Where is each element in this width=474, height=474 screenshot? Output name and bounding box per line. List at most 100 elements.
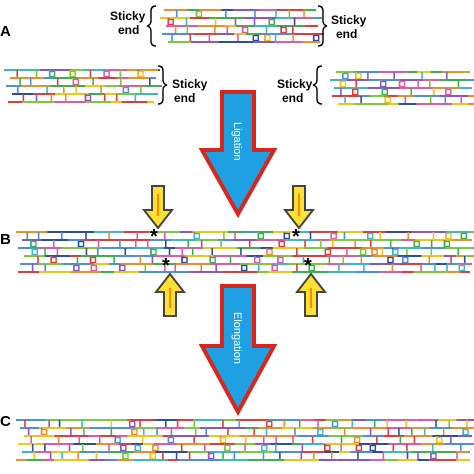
helix-box [342, 72, 349, 80]
helix-box [207, 452, 215, 460]
helix-box [445, 232, 452, 240]
sticky-end-label-a4: Sticky [277, 77, 313, 91]
helix-box [369, 444, 377, 452]
elongation-arrow: Elongation [198, 284, 278, 417]
bracket-icon [312, 65, 323, 105]
helix-box [367, 232, 374, 240]
helix-box [257, 232, 265, 240]
helix-box [398, 80, 406, 88]
helix-box [72, 78, 79, 86]
sticky-end-label-a2: Sticky [331, 13, 367, 27]
helix-box [413, 240, 420, 248]
ligation-label: Ligation [231, 122, 243, 161]
helix-box [137, 70, 144, 78]
helix-box [48, 70, 56, 78]
elongation-label: Elongation [231, 312, 243, 364]
helix-box [352, 88, 359, 96]
helix-box [254, 256, 261, 264]
helix-box [73, 264, 80, 272]
helix-box [129, 420, 136, 428]
helix-box [131, 428, 138, 436]
helix-box [69, 70, 76, 78]
helix-box [119, 264, 126, 272]
helix-box [331, 420, 339, 428]
helix-box [381, 88, 388, 96]
helix-box [359, 248, 367, 256]
helix-box [324, 248, 332, 256]
helix-box [122, 452, 129, 460]
helix-box [312, 34, 320, 42]
sticky-end-label-a4-end: end [282, 91, 303, 105]
helix-box [308, 264, 315, 272]
helix-box [149, 452, 157, 460]
nick-marker-3: * [292, 226, 300, 248]
helix-box [252, 34, 260, 42]
helix-box [193, 232, 201, 240]
helix-box [181, 256, 188, 264]
dna-fragment-a-left [4, 69, 162, 103]
helix-box [445, 88, 452, 96]
helix-box [266, 248, 273, 256]
helix-box [261, 444, 268, 452]
sticky-end-label-a1-end: end [118, 23, 139, 37]
ligation-arrow: Ligation [198, 90, 278, 219]
sticky-end-label-a2-end: end [336, 27, 357, 41]
helix-box [353, 436, 361, 444]
helix-box [120, 444, 127, 452]
sticky-end-label-a3: Sticky [172, 77, 208, 91]
helix-box [103, 70, 110, 78]
helix-box [134, 444, 142, 452]
helix-box [30, 240, 37, 248]
helix-box [458, 264, 465, 272]
helix-box [264, 34, 271, 42]
helix-box [150, 248, 157, 256]
panel-label-c: C [0, 413, 11, 430]
dna-fragment-a-right [330, 71, 474, 105]
helix-box [268, 18, 275, 26]
helix-box [77, 240, 85, 248]
nick-marker-4: * [304, 255, 312, 277]
dna-fragment-b-ligated [16, 231, 474, 273]
helix-box [355, 72, 362, 80]
helix-box [355, 444, 363, 452]
helix-box [224, 444, 231, 452]
helix-box [241, 26, 249, 34]
helix-box [277, 256, 284, 264]
helix-box [195, 10, 203, 18]
helix-box [241, 264, 248, 272]
bracket-icon [317, 5, 328, 47]
helix-box [460, 232, 468, 240]
helix-box [402, 256, 409, 264]
yellow-arrow-up-icon [153, 272, 187, 317]
helix-box [436, 436, 443, 444]
dna-fragment-a-top [160, 9, 324, 43]
helix-box [384, 96, 391, 104]
helix-box [271, 264, 278, 272]
helix-box [152, 444, 159, 452]
dna-fragment-c-elongated [16, 419, 474, 461]
helix-box [40, 428, 48, 436]
yellow-arrow-down-icon [282, 185, 316, 230]
bracket-icon [146, 5, 157, 47]
nick-marker-2: * [162, 255, 170, 277]
helix-box [167, 436, 175, 444]
helix-box [90, 264, 98, 272]
sticky-end-label-a3-end: end [174, 91, 195, 105]
helix-box [462, 428, 469, 436]
helix-box [84, 94, 92, 102]
helix-box [122, 86, 130, 94]
helix-box [392, 248, 399, 256]
helix-box [317, 428, 324, 436]
panel-label-b: B [0, 231, 11, 248]
helix-box [330, 232, 337, 240]
helix-box [324, 444, 331, 452]
sticky-end-label-a1: Sticky [110, 9, 146, 23]
helix-box [283, 232, 291, 240]
yellow-arrow-up-icon [294, 272, 328, 317]
helix-box [114, 436, 121, 444]
panel-label-a: A [0, 23, 11, 40]
helix-box [89, 256, 97, 264]
helix-box [387, 256, 394, 264]
helix-box [167, 18, 174, 26]
